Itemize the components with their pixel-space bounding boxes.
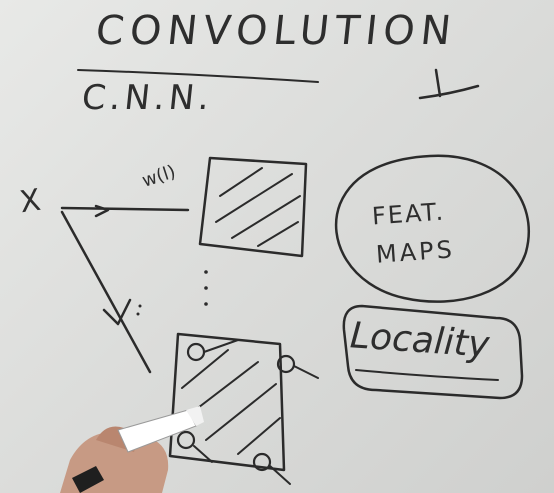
corner-mark xyxy=(418,68,480,100)
diagonal-line xyxy=(60,210,152,374)
filter-hatching-top xyxy=(215,167,301,247)
locality-underline xyxy=(355,369,499,381)
diagonal-dots xyxy=(136,304,142,316)
vertical-dots xyxy=(204,270,208,306)
filter-box-bottom xyxy=(168,332,286,472)
corner-circles xyxy=(176,342,296,472)
title-text: CONVOLUTION xyxy=(93,8,460,54)
filter-hatching-bottom xyxy=(181,349,281,455)
arrow-head xyxy=(94,204,110,218)
subtitle-text: C.N.N. xyxy=(79,78,216,118)
feature-maps-label-line1: FEAT. xyxy=(371,197,446,231)
title-underline xyxy=(77,69,319,83)
filter-box-top xyxy=(198,156,308,258)
feature-maps-label-line2: MAPS xyxy=(375,235,456,269)
arrow-to-filter xyxy=(60,206,190,212)
diagonal-arrow-mark xyxy=(102,298,132,326)
feature-maps-ellipse xyxy=(334,154,531,303)
circle-tails xyxy=(193,339,319,485)
locality-box xyxy=(342,304,524,400)
hand-with-marker xyxy=(60,406,204,493)
